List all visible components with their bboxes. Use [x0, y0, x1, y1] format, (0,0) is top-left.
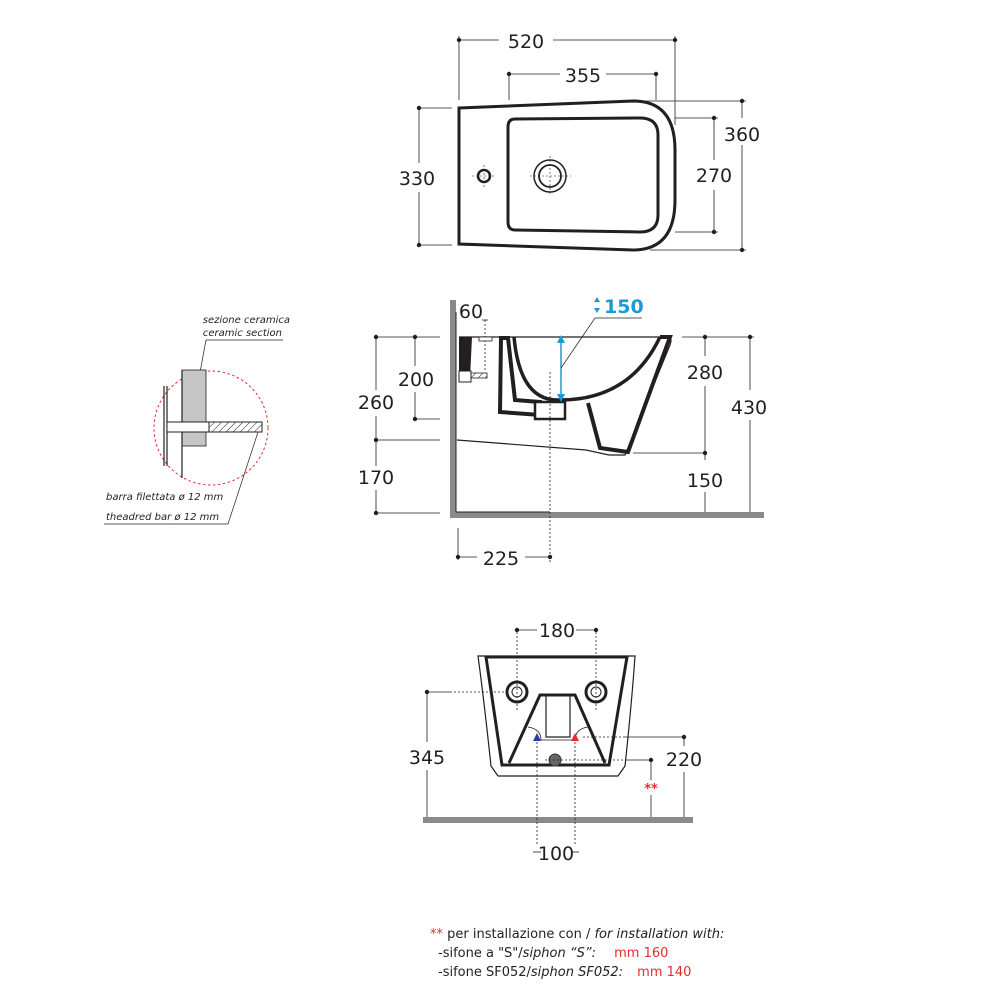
detail-ceramic-section: sezione ceramica ceramic section barra f… [104, 315, 290, 525]
note-line2-value: mm 140 [637, 965, 692, 980]
label-ceramic-section-en: ceramic section [203, 328, 282, 339]
note-line2-en: siphon SF052: [530, 965, 624, 980]
top-view: 520 355 330 36 [399, 31, 760, 253]
arrow-up-icon [594, 297, 600, 302]
bidet-body-rear [477, 655, 636, 777]
dim-345 [424, 689, 450, 817]
arrow-down-icon [594, 308, 600, 313]
water-level-indicator [557, 297, 642, 402]
dim-supply-height: 220 [666, 749, 702, 771]
dim-wall-depth: 330 [399, 168, 435, 190]
dim-360 [640, 98, 746, 253]
dim-floor-to-base: 170 [358, 467, 394, 489]
dim-330 [416, 105, 452, 248]
note-line1-value: mm 160 [614, 946, 669, 961]
dim-fixing-height-rear: 345 [409, 747, 445, 769]
note-asterisks: ** [430, 927, 443, 942]
dim-fixing-height: 200 [398, 369, 434, 391]
dim-overall-width: 520 [508, 31, 544, 53]
note-line2-it: -sifone SF052/ [438, 965, 531, 980]
dim-total-height: 430 [731, 397, 767, 419]
dim-water-level: 150 [604, 296, 644, 318]
wall [450, 300, 456, 518]
side-view: 200 260 170 60 150 [358, 296, 767, 570]
dim-520 [456, 36, 678, 125]
dim-supply-spacing: 100 [538, 843, 574, 865]
dim-fixing-spacing: 180 [539, 620, 575, 642]
dim-overall-depth: 360 [724, 124, 760, 146]
detail-circle [153, 370, 269, 486]
note-intro-en: for installation with: [594, 927, 725, 942]
dim-front-base-height: 150 [687, 470, 723, 492]
dim-220 [625, 734, 687, 817]
drain-icon [530, 156, 571, 196]
dim-270 [675, 115, 718, 235]
dim-wall-offset: 60 [459, 301, 483, 323]
dim-drain-distance: 225 [483, 548, 519, 570]
dim-355 [506, 71, 659, 100]
installation-note: ** per installazione con / for installat… [430, 925, 724, 982]
note-line1-it: -sifone a "S"/ [438, 946, 523, 961]
label-ceramic-section-it: sezione ceramica [203, 315, 290, 326]
dim-right-stack [633, 334, 754, 512]
floor-rear [423, 817, 693, 823]
dim-bowl-width: 355 [565, 65, 601, 87]
rear-view: 180 [409, 620, 702, 865]
cold-supply-icon [533, 733, 541, 741]
bowl-outline-top [506, 116, 660, 234]
tap-hole-icon [472, 165, 496, 187]
note-marker: ** [644, 782, 658, 797]
floor [450, 512, 764, 518]
label-bar-it: barra filettata ø 12 mm [106, 492, 224, 503]
dim-bowl-depth: 270 [696, 165, 732, 187]
note-intro-it: per installazione con / [443, 927, 595, 942]
dim-bowl-height: 280 [687, 362, 723, 384]
bidet-outline-top [457, 99, 677, 252]
dim-left-stack [373, 334, 440, 516]
label-bar-en: theadred bar ø 12 mm [106, 512, 219, 523]
fixing-hole-right-icon [584, 680, 608, 704]
note-line1-en: siphon “S”: [522, 946, 596, 961]
dim-back-height: 260 [358, 392, 394, 414]
hot-supply-icon [571, 733, 579, 741]
dim-225 [455, 528, 553, 560]
